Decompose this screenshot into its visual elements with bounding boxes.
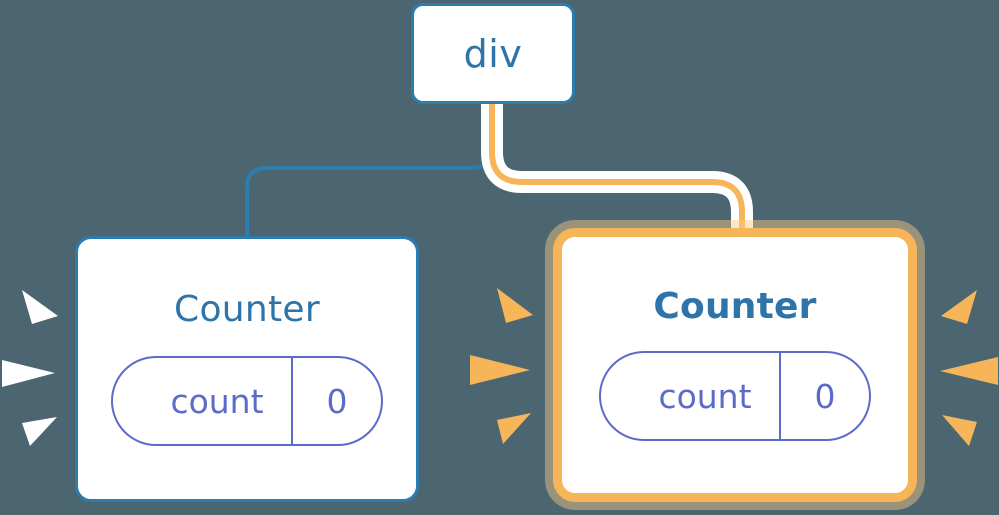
node-div-label: div <box>463 31 523 76</box>
node-counter-left[interactable]: Counter count 0 <box>75 236 419 502</box>
state-value: 0 <box>779 353 869 439</box>
burst-ray <box>942 415 977 446</box>
burst-ray <box>22 290 58 324</box>
node-counter-right-label: Counter <box>653 286 817 327</box>
node-div[interactable]: div <box>411 3 575 104</box>
burst-counter-left <box>2 290 58 446</box>
node-counter-left-label: Counter <box>174 289 320 330</box>
edge-div-to-counter-right <box>489 103 745 235</box>
burst-ray <box>940 357 998 385</box>
burst-ray <box>470 355 530 385</box>
state-pill-counter-left: count 0 <box>111 356 383 446</box>
burst-ray <box>2 360 55 387</box>
edge-div-to-counter-right-halo <box>481 103 753 235</box>
state-value: 0 <box>291 358 381 444</box>
state-key: count <box>658 376 752 416</box>
burst-ray <box>22 417 57 446</box>
burst-ray <box>497 288 533 323</box>
burst-ray <box>497 413 531 444</box>
burst-ray <box>941 290 977 324</box>
state-key: count <box>170 381 264 421</box>
edge-div-to-counter-left <box>245 101 494 240</box>
node-counter-right[interactable]: Counter count 0 <box>553 228 917 502</box>
state-pill-counter-right: count 0 <box>599 351 871 441</box>
